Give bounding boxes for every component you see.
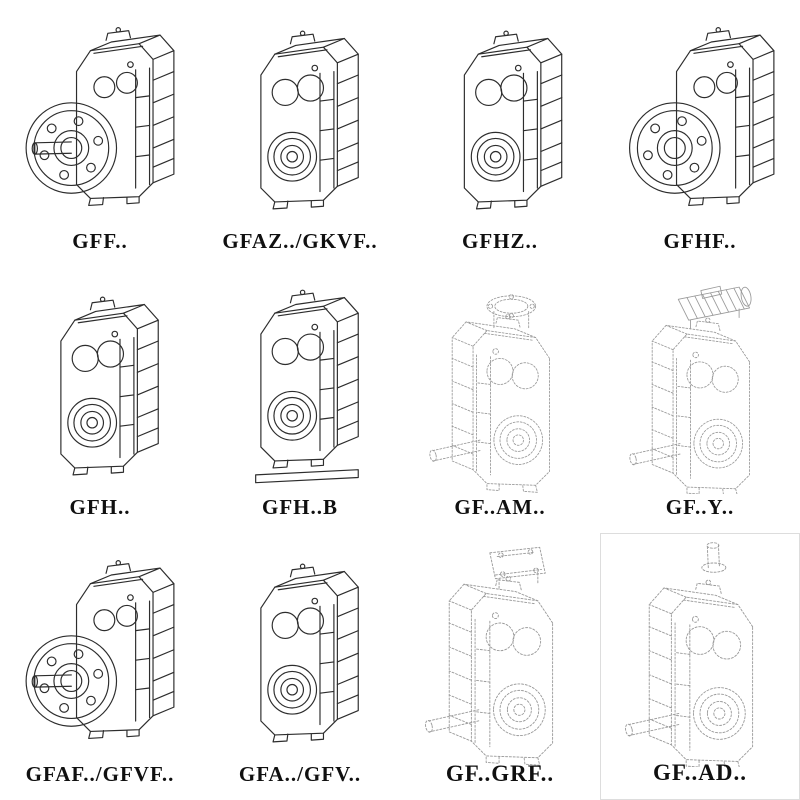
gearbox-drawing-hollow (260, 30, 359, 210)
gearbox-drawing-hollow (463, 30, 563, 210)
product-label: GF..GRF.. (445, 760, 555, 786)
gearbox-drawing-flange-shaft (25, 560, 175, 740)
drawing-area (17, 535, 183, 761)
drawing-area (417, 2, 583, 228)
gearbox-drawing-input-shaft (624, 542, 754, 768)
drawing-area (217, 269, 383, 495)
drawing-area (617, 269, 783, 495)
drawing-area (609, 536, 791, 768)
product-label: GF..Y.. (665, 495, 735, 520)
product-label: GFHZ.. (461, 228, 538, 253)
product-cell-gff: GFF.. (0, 0, 200, 267)
drawing-area (217, 535, 383, 761)
product-label: GFHF.. (663, 228, 737, 253)
drawing-area (17, 2, 183, 228)
product-cell-gfhf: GFHF.. (600, 0, 800, 267)
gearbox-drawing-flange-hollow (629, 26, 775, 206)
product-label: GFF.. (72, 228, 128, 253)
product-cell-gfa-gfv: GFA../GFV.. (200, 533, 400, 800)
product-label: GFH..B (261, 495, 338, 520)
product-label: GFA../GFV.. (238, 761, 362, 786)
drawing-area (17, 269, 183, 495)
product-cell-gf-ad: GF..AD.. (600, 533, 800, 800)
gearbox-drawing-hollow-base (255, 290, 359, 484)
product-cell-gfaf-gfvf: GFAF../GFVF.. (0, 533, 200, 800)
drawing-area (217, 2, 383, 228)
gearbox-drawing-hollow (260, 563, 359, 743)
product-cell-gfaz-gkvf: GFAZ../GKVF.. (200, 0, 400, 267)
product-label: GF..AD.. (652, 759, 748, 785)
product-cell-gfh-b: GFH..B (200, 267, 400, 534)
drawing-area (417, 269, 583, 495)
gearbox-drawing-hollow (60, 296, 159, 476)
gearbox-drawing-motor (628, 286, 753, 495)
drawing-area (409, 535, 591, 766)
product-cell-gf-y: GF..Y.. (600, 267, 800, 534)
product-cell-gfhz: GFHZ.. (400, 0, 600, 267)
gearbox-drawing-adapter-flange (428, 294, 550, 494)
gearbox-drawing-adapter-block (424, 546, 554, 766)
product-cell-gf-am: GF..AM.. (400, 267, 600, 534)
gearbox-drawing-flange-shaft (25, 26, 175, 206)
product-label: GFAF../GFVF.. (25, 761, 175, 786)
motor-icon (677, 286, 753, 330)
product-label: GF..AM.. (454, 495, 546, 520)
product-cell-gf-grf: GF..GRF.. (400, 533, 600, 800)
product-cell-gfh: GFH.. (0, 267, 200, 534)
product-label: GFAZ../GKVF.. (222, 228, 378, 253)
drawing-area (617, 2, 783, 228)
product-label: GFH.. (69, 495, 131, 520)
